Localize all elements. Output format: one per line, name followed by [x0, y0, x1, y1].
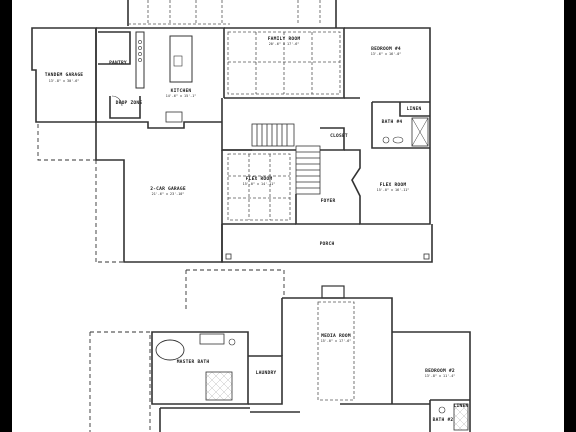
- porch-name: PORCH: [320, 241, 335, 247]
- flex-room-1-walls: [222, 149, 296, 225]
- shower-drain-icon: [411, 117, 429, 147]
- porch-column-icon: [225, 253, 430, 260]
- kitchen-walls: [95, 27, 225, 129]
- flex-room-1-name: FLEX ROOM: [246, 176, 273, 182]
- bath-2-toilet-icon: [438, 406, 446, 414]
- floor-plan-sheet: [12, 0, 564, 432]
- media-room-name: MEDIA ROOM: [321, 333, 351, 339]
- bath-2-walls: [429, 399, 470, 432]
- linen-2-name: LINEN: [454, 403, 469, 409]
- main-floor-labels: TANDEM GARAGE 13'-8" x 30'-6" PANTRY DRO…: [45, 36, 422, 247]
- media-room-dim: 15'-0" x 17'-6": [321, 339, 352, 343]
- flex-room-1-ceiling-grid: [227, 153, 291, 221]
- family-room-dim: 20'-6" x 17'-6": [269, 42, 300, 46]
- drop-zone-walls: [109, 96, 141, 119]
- staircase: [251, 123, 321, 195]
- flex-room-2-dim: 15'-0" x 16'-11": [377, 188, 410, 192]
- garage-door-dashed: [95, 160, 124, 263]
- rear-window-grid: [128, 0, 321, 25]
- foyer-walls: [295, 194, 360, 225]
- bath-2-name: BATH #2: [433, 417, 454, 423]
- laundry-name: LAUNDRY: [256, 370, 277, 376]
- laundry-walls: [248, 355, 283, 405]
- fridge-icon: [165, 111, 183, 123]
- bath-4-walls: [371, 101, 430, 149]
- flex-room-2-name: FLEX ROOM: [380, 182, 407, 188]
- closet-name: CLOSET: [330, 133, 348, 139]
- bath-2-tub-icon: [453, 403, 469, 431]
- media-room-alcove: [321, 285, 345, 299]
- upper-outline-dashed: [89, 331, 151, 432]
- pantry-walls: [98, 31, 131, 65]
- master-toilet-icon: [228, 338, 236, 346]
- bath-4-sink-icon: [392, 136, 404, 144]
- family-room-walls: [224, 27, 345, 99]
- family-room-name: FAMILY ROOM: [268, 36, 301, 42]
- bedroom-4-walls: [344, 27, 431, 178]
- family-room-ceiling-grid: [227, 31, 341, 95]
- kitchen-name: KITCHEN: [171, 88, 192, 94]
- rear-bump-out-walls: [127, 0, 337, 28]
- tandem-garage-door-dashed: [37, 124, 96, 161]
- kitchen-dim: 14'-6" x 15'-1": [166, 94, 197, 98]
- upper-hall-walls: [159, 403, 392, 432]
- foyer-name: FOYER: [321, 198, 336, 204]
- tandem-garage-name: TANDEM GARAGE: [45, 72, 84, 78]
- linen-name: LINEN: [407, 106, 422, 112]
- master-vanity-icon: [199, 333, 225, 345]
- kitchen-island: [169, 35, 193, 83]
- shower-icon: [411, 117, 429, 147]
- drop-zone-name: DROP ZONE: [116, 100, 143, 106]
- kitchen-sink-icon: [173, 55, 183, 67]
- bedroom-2-dim: 13'-8" x 11'-4": [425, 374, 456, 378]
- kitchen-counter: [135, 31, 145, 89]
- media-room-ceiling-dashed: [317, 301, 355, 401]
- bedroom-2-name: BEDROOM #2: [425, 368, 455, 374]
- two-car-garage-name: 2-CAR GARAGE: [150, 186, 186, 192]
- flex-room-2-walls: [344, 149, 431, 225]
- two-car-garage-dim: 21'-6" x 23'-10": [152, 192, 185, 196]
- master-bath-name: MASTER BATH: [177, 359, 210, 365]
- flex-room-1-dim: 15'-0" x 14'-11": [243, 182, 276, 186]
- upper-floor-plan: [89, 285, 471, 432]
- bedroom-2-walls: [392, 331, 471, 432]
- main-floor-plan: [31, 0, 433, 310]
- bedroom-4-name: BEDROOM #4: [371, 46, 401, 52]
- bathtub-icon: [155, 339, 185, 361]
- toilet-icon: [382, 136, 390, 144]
- door-swing-icon: [111, 95, 123, 107]
- media-room-walls: [281, 297, 393, 404]
- bedroom-4-dim: 13'-6" x 16'-0": [371, 52, 402, 56]
- master-shower-icon: [205, 371, 233, 401]
- upper-floor-labels: MASTER BATH LAUNDRY MEDIA ROOM 15'-0" x …: [177, 333, 469, 423]
- porch-outline: [221, 224, 433, 263]
- upper-level-outline-dashed: [185, 269, 285, 310]
- pantry-name: PANTRY: [109, 60, 127, 66]
- bath-4-name: BATH #4: [382, 119, 403, 125]
- range-burners-icon: [138, 40, 142, 62]
- tandem-garage-dim: 13'-8" x 30'-6": [49, 79, 80, 83]
